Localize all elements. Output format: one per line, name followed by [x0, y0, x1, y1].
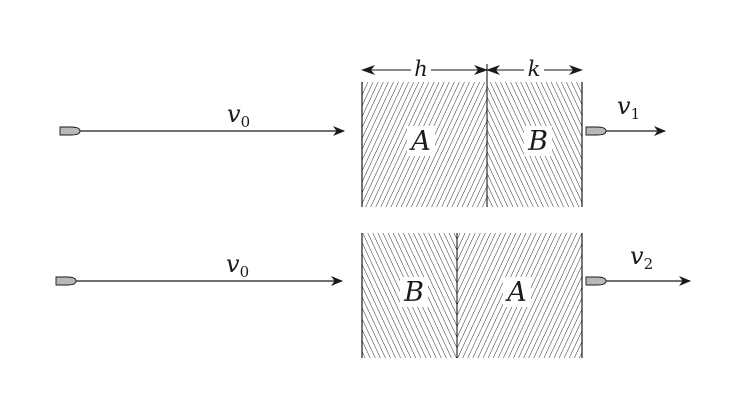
top-block-b-label-bg	[524, 126, 552, 156]
top-incoming-bullet	[59, 126, 81, 136]
bottom-block-b-label: B	[403, 277, 424, 308]
top-outgoing-bullet	[585, 126, 607, 136]
top-outgoing-velocity-label: v1	[617, 92, 640, 123]
bottom-incoming-velocity-label: v0	[226, 250, 249, 281]
bottom-block-b-label-bg	[400, 277, 428, 307]
top-block-b-label: B	[527, 126, 548, 157]
dimension-h-label: h	[414, 57, 428, 81]
top-block-a-label-bg	[407, 126, 435, 156]
dimension-k-label: k	[528, 57, 541, 81]
top-incoming-velocity-label: v0	[227, 100, 250, 131]
top-row: v0 A B h k v1	[59, 56, 666, 207]
top-block-a-label: A	[408, 126, 431, 157]
bottom-block-a-label-bg	[503, 277, 531, 307]
bottom-outgoing-velocity-label: v2	[630, 242, 653, 273]
bottom-row: v0 B A v2	[55, 233, 691, 358]
bottom-block-a-label: A	[504, 277, 527, 308]
bottom-outgoing-bullet	[585, 276, 607, 286]
dimension-h-label-bg	[411, 56, 431, 80]
dimension-k-label-bg	[524, 56, 544, 80]
bottom-incoming-bullet	[55, 276, 77, 286]
